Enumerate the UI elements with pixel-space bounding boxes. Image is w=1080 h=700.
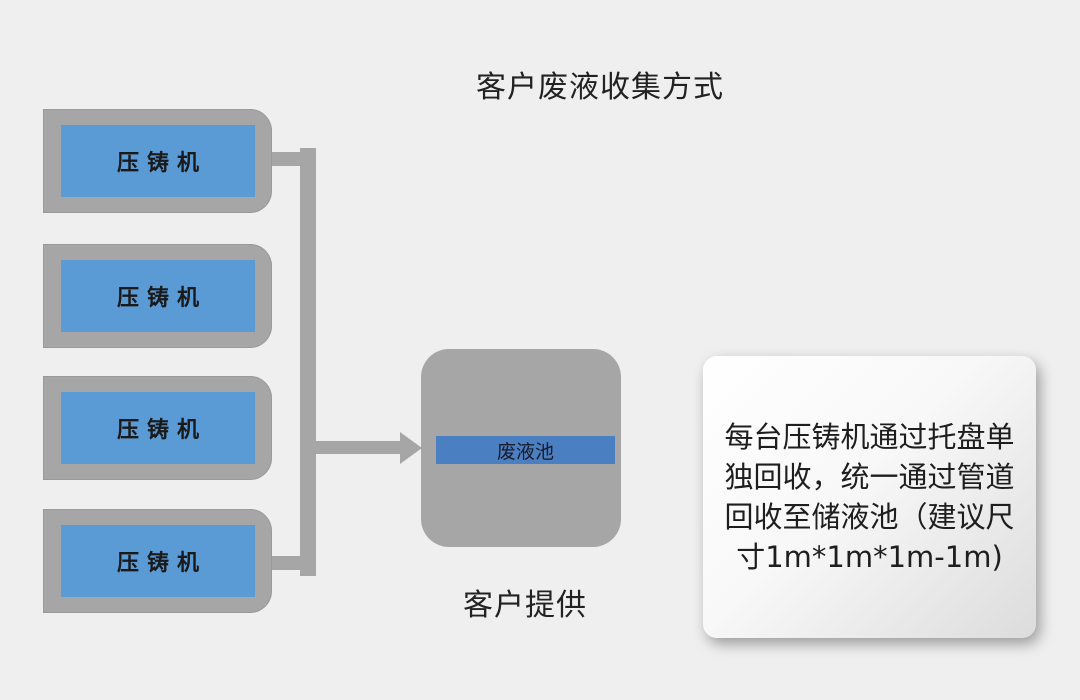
die-casting-machine-4: 压铸机 [43,509,272,613]
machine-label: 压铸机 [116,550,207,576]
machine-label: 压铸机 [116,150,207,176]
machine-label: 压铸机 [116,285,207,311]
pool-label-bar: 废液池 [436,436,615,464]
machine-face: 压铸机 [61,525,255,597]
die-casting-machine-2: 压铸机 [43,244,272,348]
pipe-vertical-trunk [300,148,316,576]
die-casting-machine-1: 压铸机 [43,109,272,213]
machine-face: 压铸机 [61,260,255,332]
provided-by-label: 客户提供 [463,588,587,623]
die-casting-machine-3: 压铸机 [43,376,272,480]
machine-face: 压铸机 [61,125,255,197]
note-box: 每台压铸机通过托盘单独回收，统一通过管道回收至储液池（建议尺寸1m*1m*1m-… [703,356,1036,638]
pool-label: 废液池 [496,440,554,463]
pipe-horizontal-feed [316,441,404,454]
arrow-head-icon [400,432,422,464]
machine-label: 压铸机 [116,417,207,443]
machine-face: 压铸机 [61,392,255,464]
note-text: 每台压铸机通过托盘单独回收，统一通过管道回收至储液池（建议尺寸1m*1m*1m-… [724,420,1015,574]
page-title: 客户废液收集方式 [476,70,724,105]
